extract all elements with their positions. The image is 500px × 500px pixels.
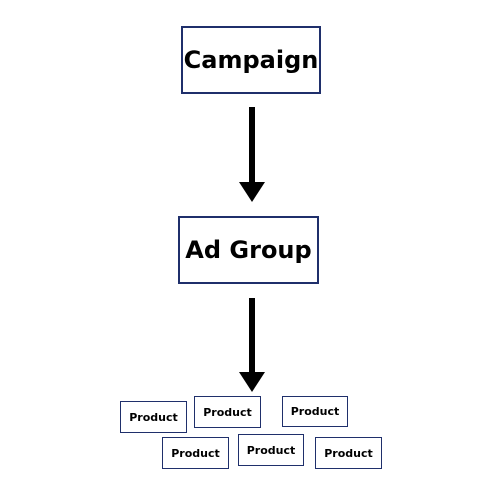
product-label: Product: [129, 410, 178, 424]
ad-group-label: Ad Group: [185, 236, 312, 264]
product-box: Product: [315, 437, 382, 469]
product-box: Product: [194, 396, 261, 428]
campaign-label: Campaign: [183, 46, 319, 74]
product-label: Product: [324, 446, 373, 460]
ad-group-box: Ad Group: [178, 216, 319, 284]
arrow-campaign-to-adgroup: [239, 107, 265, 202]
product-box: Product: [162, 437, 229, 469]
product-label: Product: [246, 443, 296, 457]
campaign-box: Campaign: [181, 26, 321, 94]
product-box: Product: [238, 434, 304, 466]
product-label: Product: [171, 446, 220, 460]
product-label: Product: [203, 405, 252, 419]
product-box: Product: [120, 401, 187, 433]
product-box: Product: [282, 396, 348, 427]
product-label: Product: [290, 405, 340, 418]
arrow-adgroup-to-products: [239, 298, 265, 392]
